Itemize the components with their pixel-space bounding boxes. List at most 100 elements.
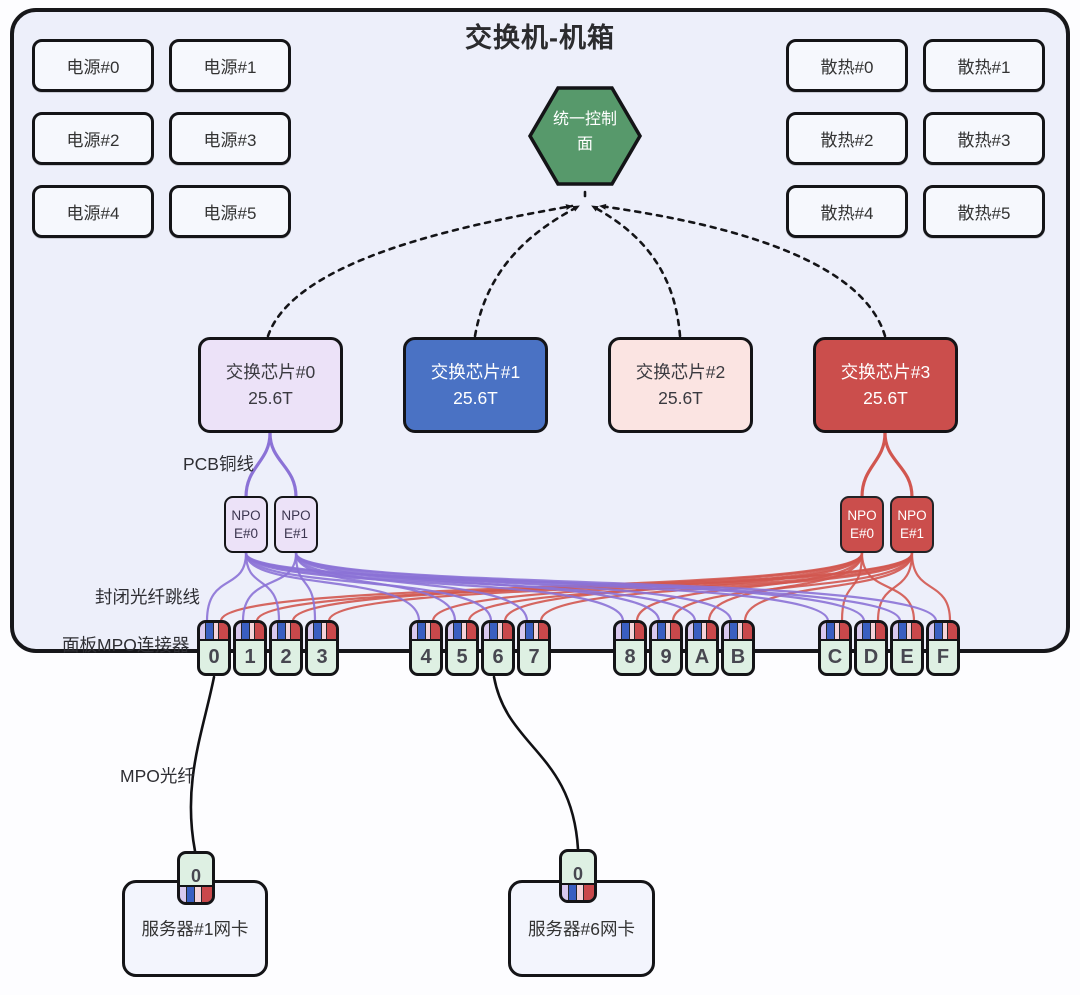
mpo-fiber-band — [200, 623, 228, 641]
fiber-stripe — [562, 885, 568, 900]
fiber-stripe — [834, 623, 840, 639]
fiber-stripe — [657, 623, 665, 639]
label-pcb-copper: PCB铜线 — [183, 454, 254, 474]
mpo-fiber-band — [412, 623, 440, 641]
mpo-fiber-band — [724, 623, 752, 641]
mpo-fiber-band — [308, 623, 336, 641]
mpo-fiber-band — [236, 623, 264, 641]
fiber-stripe — [200, 623, 205, 639]
fiber-stripe — [327, 623, 336, 639]
mpo-port: 0 — [197, 620, 231, 676]
mpo-port-label: 0 — [208, 645, 220, 668]
mpo-fiber-band — [857, 623, 885, 641]
fiber-stripe — [417, 623, 425, 639]
mpo-port: F — [926, 620, 960, 676]
fiber-stripe — [497, 623, 503, 639]
fiber-stripe — [737, 623, 743, 639]
power-unit: 电源#1 — [169, 39, 291, 92]
fiber-stripe — [724, 623, 729, 639]
mpo-fiber-band — [688, 623, 716, 641]
npoe-line1: NPO — [231, 507, 261, 523]
fiber-stripe — [236, 623, 241, 639]
fiber-stripe — [255, 623, 264, 639]
switch-chip-capacity: 25.6T — [658, 388, 703, 408]
fiber-stripe — [431, 623, 440, 639]
fiber-stripe — [577, 885, 583, 900]
mpo-port-label: 7 — [528, 645, 540, 668]
mpo-port: 5 — [445, 620, 479, 676]
fiber-stripe — [688, 623, 693, 639]
npoe-line2: E#1 — [283, 525, 309, 541]
mpo-port-label: 1 — [244, 645, 256, 668]
fiber-stripe — [826, 623, 834, 639]
fiber-stripe — [213, 623, 219, 639]
cooling-unit: 散热#4 — [786, 185, 908, 238]
fiber-stripe — [898, 623, 906, 639]
mpo-fiber-band — [652, 623, 680, 641]
page-title: 交换机-机箱 — [465, 23, 615, 53]
server-fiber-band — [180, 885, 212, 902]
fiber-stripe — [857, 623, 862, 639]
cooling-unit: 散热#0 — [786, 39, 908, 92]
control-plane-label: 统一控制 面 — [552, 111, 617, 153]
switch-chip-capacity: 25.6T — [248, 388, 293, 408]
mpo-port: 6 — [481, 620, 515, 676]
mpo-fiber-band — [821, 623, 849, 641]
mpo-port: 1 — [233, 620, 267, 676]
server-port-label: 0 — [190, 866, 201, 886]
fiber-stripe — [840, 623, 849, 639]
cooling-unit: 散热#2 — [786, 112, 908, 165]
fiber-stripe — [876, 623, 885, 639]
fiber-stripe — [948, 623, 957, 639]
mpo-port: 7 — [517, 620, 551, 676]
mpo-port: C — [818, 620, 852, 676]
fiber-stripe — [272, 623, 277, 639]
mpo-port-label: D — [863, 645, 879, 668]
fiber-stripe — [671, 623, 680, 639]
mpo-port-label: C — [827, 645, 843, 668]
mpo-fiber-band — [448, 623, 476, 641]
fiber-stripe — [201, 887, 212, 902]
mpo-port: D — [854, 620, 888, 676]
mpo-port-label: F — [936, 645, 950, 668]
fiber-stripe — [489, 623, 497, 639]
fiber-stripe — [186, 887, 195, 902]
fiber-stripe — [665, 623, 671, 639]
power-unit: 电源#3 — [169, 112, 291, 165]
mpo-port-label: E — [900, 645, 914, 668]
mpo-fiber-band — [484, 623, 512, 641]
mpo-port: E — [890, 620, 924, 676]
mpo-port: 3 — [305, 620, 339, 676]
npoe-line1: NPO — [847, 507, 877, 523]
fiber-stripe — [942, 623, 948, 639]
power-unit: 电源#2 — [32, 112, 154, 165]
switch-chip-name: 交换芯片#1 — [430, 362, 521, 382]
mpo-port-label: 3 — [316, 645, 328, 668]
mpo-port-label: 2 — [280, 645, 292, 668]
mpo-port-label: 4 — [420, 645, 432, 668]
fiber-stripe — [277, 623, 285, 639]
fiber-stripe — [285, 623, 291, 639]
switch-chip-name: 交换芯片#3 — [840, 362, 931, 382]
npoe-line1: NPO — [281, 507, 311, 523]
mpo-port: 2 — [269, 620, 303, 676]
server-fiber-band — [562, 883, 594, 900]
npoe-line2: E#0 — [233, 525, 259, 541]
fiber-stripe — [448, 623, 453, 639]
fiber-stripe — [412, 623, 417, 639]
mpo-port-label: A — [694, 645, 710, 668]
fiber-stripe — [635, 623, 644, 639]
fiber-stripe — [467, 623, 476, 639]
npoe-module: NPO E#0 — [224, 496, 268, 553]
fiber-stripe — [484, 623, 489, 639]
mpo-fiber-band — [616, 623, 644, 641]
fiber-stripe — [583, 885, 594, 900]
label-fiber-jumper: 封闭光纤跳线 — [95, 587, 200, 607]
fiber-stripe — [743, 623, 752, 639]
fiber-stripe — [568, 885, 577, 900]
fiber-stripe — [249, 623, 255, 639]
server-mpo-connector: 0 — [177, 851, 215, 905]
